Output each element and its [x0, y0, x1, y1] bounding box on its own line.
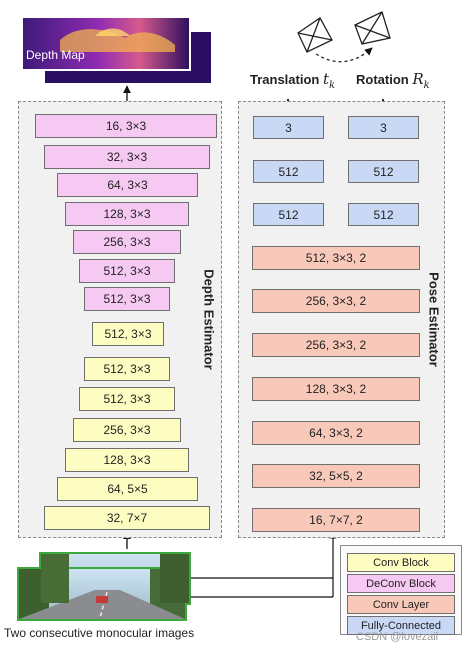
rotation-header: Rotation Rk: [356, 70, 430, 91]
legend-deconv-block: DeConv Block: [347, 574, 455, 593]
translation-fc-3: 512: [253, 203, 324, 226]
depth-block-9: 512, 3×3: [84, 357, 170, 381]
translation-header: Translation tk: [250, 70, 335, 91]
depth-map-image: [21, 16, 213, 85]
watermark: CSDN @lovezail: [356, 631, 439, 643]
translation-subscript: k: [329, 79, 336, 91]
depth-block-13: 64, 5×5: [57, 477, 198, 501]
rotation-subscript: k: [423, 79, 430, 91]
depth-block-11: 256, 3×3: [73, 418, 181, 442]
rotation-label: Rotation: [356, 72, 409, 87]
depth-map-label: Depth Map: [26, 48, 85, 62]
depth-block-2: 32, 3×3: [44, 145, 210, 169]
camera-pose-icon: [297, 11, 391, 63]
depth-block-10: 512, 3×3: [79, 387, 175, 411]
depth-block-14: 32, 7×7: [44, 506, 210, 530]
depth-block-6: 512, 3×3: [79, 259, 175, 283]
pose-block-6: 32, 5×5, 2: [252, 464, 420, 488]
input-images: [17, 552, 191, 621]
pose-block-3: 256, 3×3, 2: [252, 333, 420, 357]
legend-conv-layer: Conv Layer: [347, 595, 455, 614]
depth-block-3: 64, 3×3: [57, 173, 198, 197]
legend-fully-connected: Fully-Connected: [347, 616, 455, 635]
input-caption: Two consecutive monocular images: [4, 626, 195, 640]
depth-block-1: 16, 3×3: [35, 114, 217, 138]
depth-block-8: 512, 3×3: [92, 322, 164, 346]
rotation-fc-2: 512: [348, 160, 419, 183]
rotation-symbol: R: [412, 70, 424, 88]
depth-block-4: 128, 3×3: [65, 202, 189, 226]
depth-block-7: 512, 3×3: [84, 287, 170, 311]
rotation-fc-3: 512: [348, 203, 419, 226]
pose-block-4: 128, 3×3, 2: [252, 377, 420, 401]
pose-block-7: 16, 7×7, 2: [252, 508, 420, 532]
pose-block-1: 512, 3×3, 2: [252, 246, 420, 270]
depth-estimator-label: Depth Estimator: [201, 269, 217, 370]
translation-fc-2: 512: [253, 160, 324, 183]
pose-estimator-label: Pose Estimator: [426, 272, 442, 367]
translation-symbol: t: [322, 70, 330, 88]
pose-block-2: 256, 3×3, 2: [252, 289, 420, 313]
legend-conv-block: Conv Block: [347, 553, 455, 572]
depth-block-12: 128, 3×3: [65, 448, 189, 472]
rotation-fc-1: 3: [348, 116, 419, 139]
depth-block-5: 256, 3×3: [73, 230, 181, 254]
translation-label: Translation: [250, 72, 320, 87]
pose-block-5: 64, 3×3, 2: [252, 421, 420, 445]
translation-fc-1: 3: [253, 116, 324, 139]
